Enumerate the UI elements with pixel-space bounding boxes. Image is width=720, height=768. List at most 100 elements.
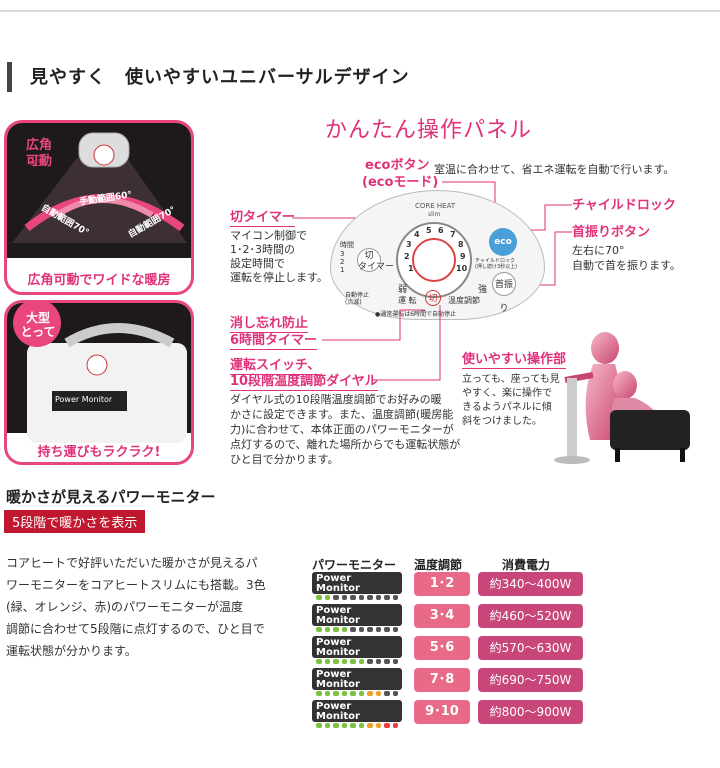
section2-tag: 5段階で暖かさを表示 — [4, 510, 146, 533]
indicator-light — [384, 595, 390, 600]
indicator-light — [375, 659, 381, 664]
power-consumption-value: 約340〜400W — [478, 572, 583, 596]
indicator-light — [333, 627, 339, 632]
power-monitor-display: Power Monitor — [312, 700, 402, 728]
anti-forget-title-2: 6時間タイマー — [230, 333, 318, 350]
indicator-light — [350, 595, 356, 600]
wide-angle-card: 広角可動 ※3 手動範囲60° 自動範囲70° 自動範囲70° 広角可動でワイド… — [4, 120, 194, 295]
indicator-light — [316, 659, 322, 664]
indicator-light — [358, 659, 364, 664]
swing-desc-1: 左右に70° — [572, 244, 625, 257]
indicator-light — [392, 595, 398, 600]
indicator-light — [384, 691, 390, 696]
monitor-indicator-lights — [316, 659, 398, 665]
indicator-light — [392, 723, 398, 728]
indicator-light — [367, 723, 373, 728]
power-consumption-value: 約570〜630W — [478, 636, 583, 660]
monitor-indicator-lights — [316, 723, 398, 729]
temperature-level: 5･6 — [414, 636, 470, 660]
swing-title: 首振りボタン — [572, 225, 651, 240]
indicator-light — [324, 595, 330, 600]
power-monitor-display: Power Monitor — [312, 636, 402, 664]
dial-connector — [372, 305, 441, 381]
timer-desc-2: 1･2･3時間の — [230, 243, 295, 256]
power-consumption-value: 約690〜750W — [478, 668, 583, 692]
indicator-light — [367, 627, 373, 632]
indicator-light — [341, 691, 347, 696]
temperature-level: 7･8 — [414, 668, 470, 692]
timer-desc-4: 運転を停止します。 — [230, 271, 328, 284]
power-monitor-display: Power Monitor — [312, 572, 402, 600]
easy-panel-title: 使いやすい操作部 — [462, 352, 567, 369]
wide-angle-caption: 広角可動でワイドな暖房 — [27, 273, 171, 288]
section-marker — [7, 62, 12, 92]
section2-title: 暖かさが見えるパワーモニター — [6, 488, 216, 506]
footnote-mark: ※3 — [29, 159, 43, 169]
eco-desc: 室温に合わせて、省エネ運転を自動で行います。 — [434, 163, 675, 176]
header-power-monitor: パワーモニター — [312, 558, 397, 572]
section2-desc: コアヒートで好評いただいた暖かさが見えるパワーモニターをコアヒートスリムにも搭載… — [6, 556, 266, 658]
anti-forget-connector — [322, 309, 425, 341]
eco-title: ecoボタン — [365, 158, 430, 173]
eco-button[interactable]: eco — [489, 228, 517, 256]
indicator-light — [367, 595, 373, 600]
indicator-light — [384, 627, 390, 632]
indicator-light — [392, 659, 398, 664]
power-monitor-text: Power Monitor — [316, 669, 360, 690]
indicator-light — [316, 595, 322, 600]
indicator-light — [350, 723, 356, 728]
indicator-light — [316, 627, 322, 632]
indicator-light — [375, 627, 381, 632]
temperature-dial-knob[interactable] — [412, 238, 456, 282]
temperature-level: 9･10 — [414, 700, 470, 724]
header-temperature: 温度調節 — [414, 558, 463, 572]
timer-desc-1: マイコン制御で — [230, 229, 307, 242]
timer-title: 切タイマー — [230, 210, 296, 227]
indicator-light — [367, 659, 373, 664]
dial-switch-title-1: 運転スイッチ、 — [230, 358, 321, 375]
dial-desc-5: ひと目で分かります。 — [230, 453, 339, 466]
user-silhouette-illustration — [554, 332, 690, 464]
swing-button[interactable]: 首振り — [492, 272, 516, 314]
indicator-light — [333, 659, 339, 664]
auto-stop-label: 自動停止 (点滅) — [345, 292, 370, 306]
handle-card: 大型とって Power Monitor 持ち運びもラクラク! — [4, 300, 194, 465]
child-lock-small-label: チャイルドロック (押し続け3秒以上) — [475, 258, 518, 270]
indicator-light — [350, 659, 356, 664]
indicator-light — [350, 691, 356, 696]
timer-button[interactable]: 切 タイマー — [357, 248, 394, 272]
power-monitor-display: Power Monitor — [312, 604, 402, 632]
swing-desc-2: 自動で首を振ります。 — [572, 259, 681, 272]
indicator-light — [375, 691, 381, 696]
handle-badge: 大型とって — [20, 311, 56, 339]
eco-subtitle: (ecoモード) — [362, 175, 439, 190]
easy-desc-1: 立っても、座っても見 — [462, 374, 560, 385]
indicator-light — [358, 691, 364, 696]
section-title: 見やすく 使いやすいユニバーサルデザイン — [30, 67, 410, 88]
temperature-level: 3･4 — [414, 604, 470, 628]
temperature-label: 温度調節 — [448, 296, 480, 305]
panel-model: slim — [428, 211, 441, 218]
eco-connector — [442, 181, 496, 210]
timer-desc-3: 設定時間で — [230, 257, 285, 270]
wide-angle-illustration — [7, 123, 191, 258]
power-monitor-text: Power Monitor — [316, 573, 360, 594]
indicator-light — [384, 659, 390, 664]
indicator-light — [324, 723, 330, 728]
indicator-light — [324, 691, 330, 696]
indicator-light — [358, 595, 364, 600]
dial-desc-3: 力)に合わせて、本体正面のパワーモニターが — [230, 423, 454, 436]
monitor-indicator-lights — [316, 595, 398, 601]
indicator-light — [341, 659, 347, 664]
indicator-light — [333, 723, 339, 728]
power-monitor-text: Power Monitor — [316, 637, 360, 658]
panel-heading: かんたん操作パネル — [325, 118, 533, 143]
monitor-indicator-lights — [316, 691, 398, 697]
easy-desc-3: きるようパネルに傾 — [462, 402, 552, 413]
panel-brand: CORE HEAT — [415, 202, 456, 210]
indicator-light — [358, 723, 364, 728]
monitor-indicator-lights — [316, 627, 398, 633]
top-divider — [0, 10, 720, 12]
indicator-light — [341, 723, 347, 728]
off-button[interactable]: 切 — [425, 290, 441, 306]
